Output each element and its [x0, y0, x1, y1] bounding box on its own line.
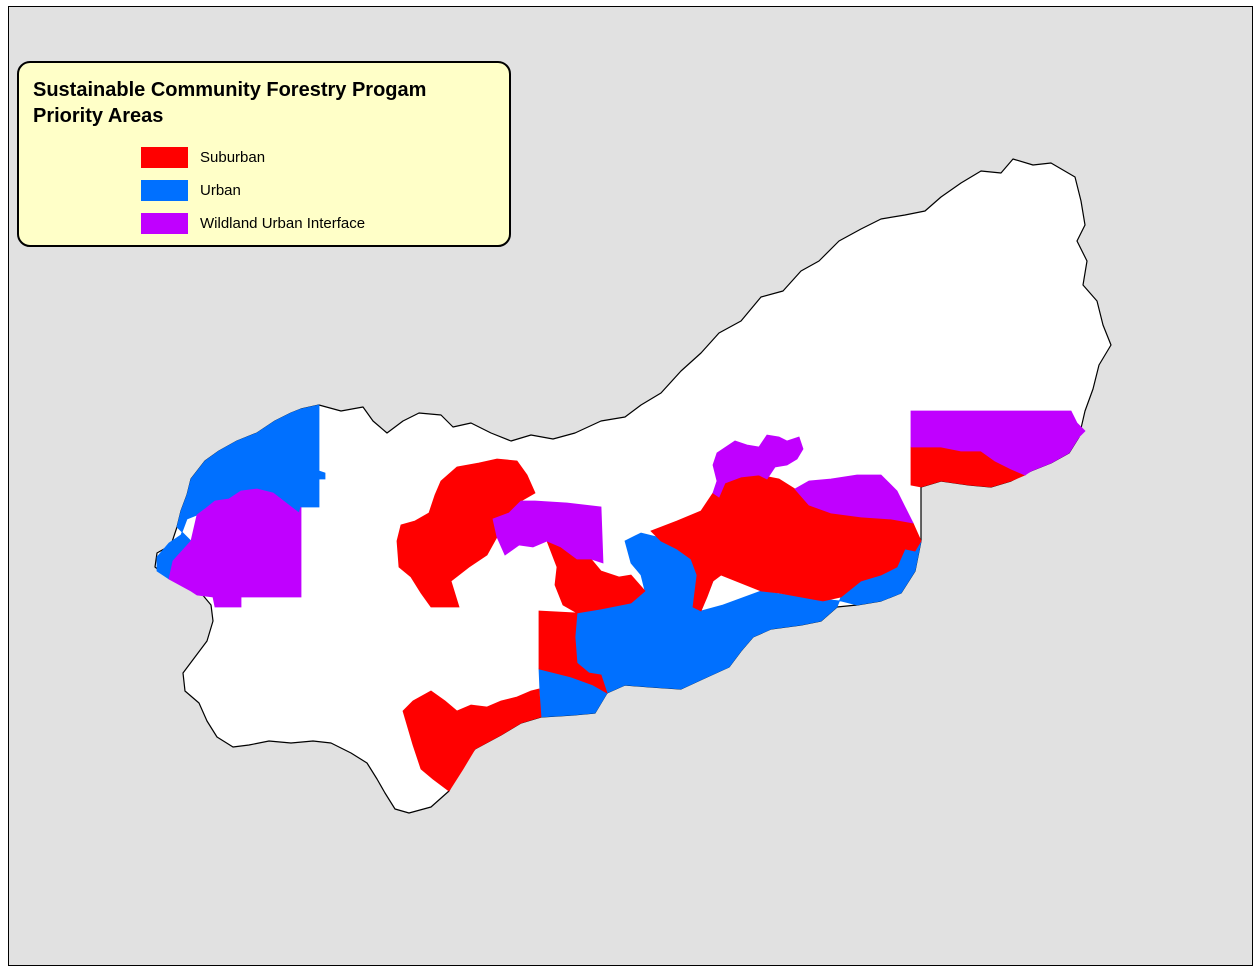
legend-title: Sustainable Community Forestry Progam Pr…	[33, 77, 503, 129]
wui-zone-west	[168, 488, 302, 608]
legend-title-line-2: Priority Areas	[33, 105, 164, 127]
wui-zone-center	[492, 500, 604, 564]
urban-swatch	[141, 180, 188, 201]
legend-label-wildland-urban-interface: Wildland Urban Interface	[200, 215, 366, 232]
legend-title-line-1: Sustainable Community Forestry Progam	[33, 79, 427, 101]
suburban-swatch	[141, 147, 188, 168]
suburban-zone-south-center	[538, 610, 608, 694]
urban-zone-west	[156, 404, 326, 580]
legend-label-suburban: Suburban	[200, 149, 266, 166]
suburban-zone-west-central	[396, 458, 536, 608]
map-frame: Sustainable Community Forestry Progam Pr…	[8, 6, 1253, 966]
map-legend: Sustainable Community Forestry Progam Pr…	[17, 61, 511, 247]
wui-zone-north	[712, 434, 804, 498]
wui-zone-east	[794, 474, 914, 524]
wildland-urban-interface-swatch	[141, 213, 188, 234]
map-canvas	[154, 158, 1112, 814]
legend-label-urban: Urban	[200, 182, 241, 199]
wui-zone-far-east	[910, 410, 1086, 476]
suburban-zone-southwest	[402, 688, 542, 792]
